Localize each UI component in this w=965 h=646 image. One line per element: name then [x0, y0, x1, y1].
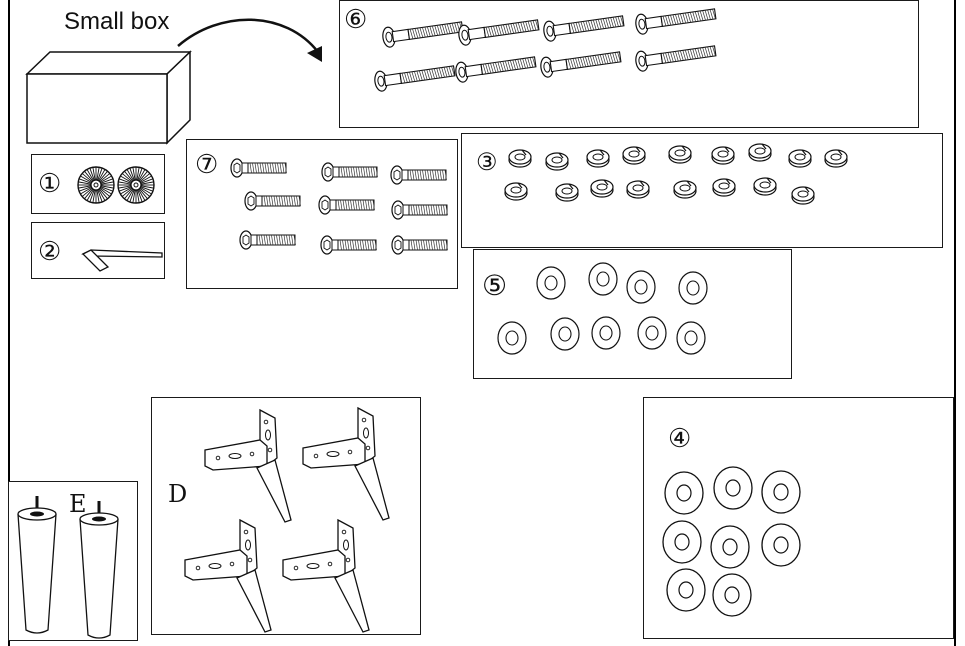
panel-6-label: ⑥ [344, 5, 368, 35]
panel-2-label: ② [38, 237, 62, 267]
panel-6: ⑥ [339, 0, 919, 128]
spring-washer-icon [748, 143, 772, 162]
short-bolt-icon [318, 195, 375, 215]
spring-washer-icon [622, 146, 646, 165]
large-washer-icon [662, 520, 702, 564]
long-bolt-icon [374, 65, 456, 92]
short-bolt-icon [239, 230, 296, 250]
panel-d-label: D [168, 480, 188, 508]
spring-washer-icon [504, 182, 528, 201]
large-washer-icon [666, 568, 706, 612]
spring-washer-icon [545, 152, 569, 171]
large-washer-icon [761, 523, 801, 567]
long-bolt-icon [455, 56, 537, 83]
flat-washer-icon [678, 271, 708, 305]
frame-left-line [8, 0, 10, 646]
flat-washer-icon [591, 316, 621, 350]
large-washer-icon [710, 525, 750, 569]
spring-washer-icon [673, 180, 697, 199]
short-bolt-icon [391, 200, 448, 220]
panel-5-label: ⑤ [482, 269, 508, 302]
leg-bracket-icon [184, 518, 272, 633]
wooden-leg-icon [79, 501, 119, 639]
panel-5: ⑤ [473, 249, 792, 379]
spring-washer-icon [712, 178, 736, 197]
spring-washer-icon [590, 179, 614, 198]
long-bolt-icon [540, 51, 622, 78]
decorative-cap-icon [117, 166, 155, 204]
panel-3: ③ [461, 133, 943, 248]
wooden-leg-icon [17, 496, 57, 634]
long-bolt-icon [543, 15, 625, 42]
frame-right-line [954, 0, 956, 646]
flat-washer-icon [588, 262, 618, 296]
leg-bracket-icon [302, 406, 390, 521]
spring-washer-icon [788, 149, 812, 168]
spring-washer-icon [791, 186, 815, 205]
short-bolt-icon [320, 235, 377, 255]
spring-washer-icon [586, 149, 610, 168]
flat-washer-icon [676, 321, 706, 355]
short-bolt-icon [390, 165, 447, 185]
large-washer-icon [664, 471, 704, 515]
panel-e-label: E [69, 490, 87, 518]
short-bolt-icon [244, 191, 301, 211]
panel-1-label: ① [38, 169, 62, 199]
large-washer-icon [713, 466, 753, 510]
long-bolt-icon [635, 45, 717, 72]
arrow-icon [177, 18, 319, 53]
long-bolt-icon [382, 21, 464, 48]
flat-washer-icon [536, 266, 566, 300]
panel-3-label: ③ [476, 148, 498, 176]
spring-washer-icon [508, 149, 532, 168]
large-washer-icon [761, 470, 801, 514]
large-washer-icon [712, 573, 752, 617]
decorative-cap-icon [77, 166, 115, 204]
flat-washer-icon [497, 321, 527, 355]
small-box-title: Small box [64, 8, 170, 35]
short-bolt-icon [391, 235, 448, 255]
spring-washer-icon [555, 183, 579, 202]
flat-washer-icon [637, 316, 667, 350]
arrow-head-icon [307, 46, 322, 62]
long-bolt-icon [458, 19, 540, 46]
panel-7-label: ⑦ [195, 150, 219, 180]
spring-washer-icon [668, 145, 692, 164]
spring-washer-icon [626, 180, 650, 199]
flat-washer-icon [626, 270, 656, 304]
flat-washer-icon [550, 317, 580, 351]
panel-4-label: ④ [668, 424, 692, 454]
long-bolt-icon [635, 8, 717, 35]
leg-bracket-icon [282, 518, 370, 633]
spring-washer-icon [711, 146, 735, 165]
leg-bracket-icon [204, 408, 292, 523]
spring-washer-icon [753, 177, 777, 196]
spring-washer-icon [824, 149, 848, 168]
short-bolt-icon [230, 158, 287, 178]
short-bolt-icon [321, 162, 378, 182]
